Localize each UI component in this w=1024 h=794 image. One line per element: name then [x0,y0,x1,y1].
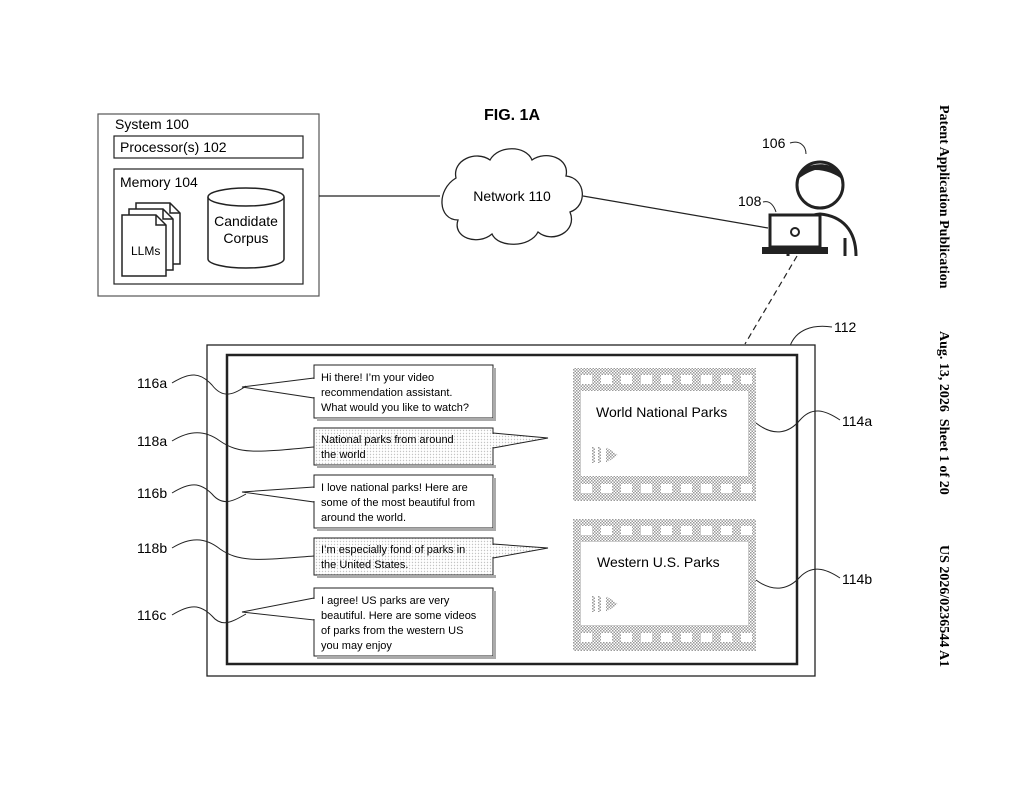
network-cloud-icon: Network 110 [442,149,582,245]
header-date-sheet: Aug. 13, 2026 Sheet 1 of 20 [936,331,951,495]
header-number: US 2026/0236544 A1 [936,545,951,667]
chat-116b-line-3: around the world. [321,512,406,524]
ref-118a: 118a [137,433,167,449]
chat-118a-line-2: the world [321,449,366,461]
ref-112: 112 [834,319,857,335]
video-title-114b: Western U.S. Parks [597,554,720,570]
chat-116c-line-3: of parks from the western US [321,625,463,637]
processor-label: Processor(s) 102 [120,139,227,155]
llm-documents-icon: LLMs [122,203,180,276]
chat-116c-line-1: I agree! US parks are very [321,595,450,607]
chat-118b-line-2: the United States. [321,559,408,571]
chat-116b-line-1: I love national parks! Here are [321,482,468,494]
chat-118a-line-1: National parks from around [321,434,454,446]
laptop-icon [762,215,828,254]
network-label: Network 110 [473,188,551,204]
ref-106: 106 [762,135,786,151]
ref-114b: 114b [842,571,872,587]
header-publication: Patent Application Publication [936,105,951,289]
chat-116c-line-4: you may enjoy [321,640,392,652]
ref-116c: 116c [137,607,166,623]
chat-116a-line-1: Hi there! I’m your video [321,372,434,384]
device-display-link [745,256,797,344]
llms-label: LLMs [131,244,160,258]
memory-label: Memory 104 [120,174,198,190]
system-label: System 100 [115,116,189,132]
chat-116c-line-2: beautiful. Here are some videos [321,610,477,622]
ref-118b: 118b [137,540,167,556]
patent-header: Patent Application Publication Aug. 13, … [936,105,951,667]
ref-116a: 116a [137,375,167,391]
figure-title: FIG. 1A [484,107,540,124]
chat-116a-line-3: What would you like to watch? [321,402,469,414]
ref-114a: 114a [842,413,872,429]
ref-108: 108 [738,193,762,209]
ref-116b: 116b [137,485,167,501]
chat-116a-line-2: recommendation assistant. [321,387,452,399]
corpus-label-line2: Corpus [223,230,268,246]
video-title-114a: World National Parks [596,404,727,420]
chat-118b-line-1: I’m especially fond of parks in [321,544,465,556]
database-icon: Candidate Corpus [208,188,284,268]
chat-116b-line-2: some of the most beautiful from [321,497,475,509]
system-box: System 100 Processor(s) 102 Memory 104 L… [98,114,319,296]
corpus-label-line1: Candidate [214,213,278,229]
